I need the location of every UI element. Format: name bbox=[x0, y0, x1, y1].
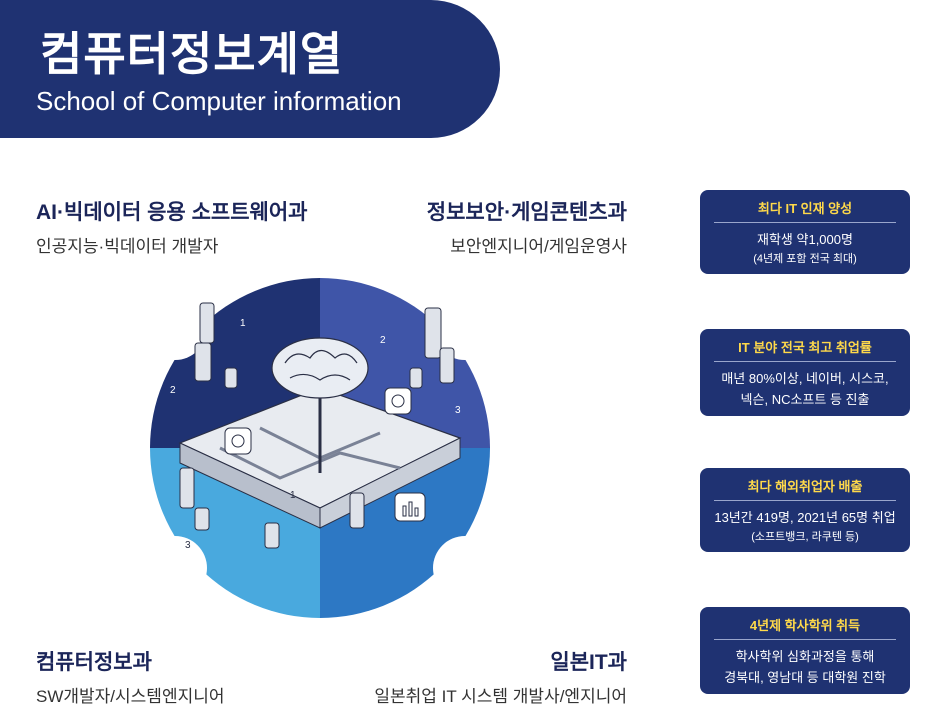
dept-computer-info: 컴퓨터정보과 bbox=[36, 651, 152, 674]
card-line-1: 재학생 약1,000명 bbox=[757, 232, 853, 247]
card-line-1: 매년 80%이상, 네이버, 시스코, bbox=[721, 371, 889, 386]
corner-circle-top-right bbox=[433, 296, 497, 360]
page-title: 컴퓨터정보계열 bbox=[40, 28, 344, 80]
stat-card-employment-rate: IT 분야 전국 최고 취업률 매년 80%이상, 네이버, 시스코, 넥슨, … bbox=[700, 329, 910, 416]
dept-security-game: 정보보안·게임콘텐츠과 bbox=[426, 201, 627, 224]
role-computer-info: SW개발자/시스템엔지니어 bbox=[36, 687, 225, 706]
header-banner: 컴퓨터정보계열 School of Computer information bbox=[0, 0, 500, 138]
label-1-center: 1 bbox=[290, 490, 296, 501]
label-2-right: 2 bbox=[380, 335, 386, 346]
label-3-right: 3 bbox=[455, 405, 461, 416]
stat-card-it-talent: 최다 IT 인재 양성 재학생 약1,000명 (4년제 포함 전국 최대) bbox=[700, 190, 910, 274]
illustration-labels: 1 2 2 3 1 3 bbox=[170, 318, 461, 551]
card-line-2: 경북대, 영남대 등 대학원 진학 bbox=[724, 670, 886, 685]
card-line-1: 학사학위 심화과정을 통해 bbox=[735, 649, 875, 664]
corner-circle-top-left bbox=[143, 296, 207, 360]
card-title: IT 분야 전국 최고 취업률 bbox=[714, 329, 896, 362]
label-3-left: 3 bbox=[185, 540, 191, 551]
corner-circle-bottom-right bbox=[433, 536, 497, 600]
card-title: 4년제 학사학위 취득 bbox=[714, 607, 896, 640]
computer-illustration: 1 2 2 3 1 3 bbox=[143, 278, 497, 618]
stat-card-overseas-employment: 최다 해외취업자 배출 13년간 419명, 2021년 65명 취업 (소프트… bbox=[700, 468, 910, 552]
label-1-top: 1 bbox=[240, 318, 246, 329]
dept-ai-bigdata: AI·빅데이터 응용 소프트웨어과 bbox=[36, 201, 308, 224]
role-ai-bigdata: 인공지능·빅데이터 개발자 bbox=[36, 237, 219, 256]
corner-circle-bottom-left bbox=[143, 536, 207, 600]
card-line-2: (소프트뱅크, 라쿠텐 등) bbox=[751, 531, 859, 543]
brain-icon bbox=[271, 337, 369, 399]
chat-gear-icon bbox=[384, 387, 412, 415]
card-line-2: (4년제 포함 전국 최대) bbox=[753, 253, 857, 265]
gear-icon bbox=[224, 427, 252, 455]
card-line-1: 13년간 419명, 2021년 65명 취업 bbox=[714, 510, 896, 525]
card-line-2: 넥슨, NC소프트 등 진출 bbox=[740, 392, 870, 407]
chart-bubble-icon bbox=[394, 492, 426, 522]
role-security-game: 보안엔지니어/게임운영사 bbox=[450, 237, 627, 256]
label-2-left: 2 bbox=[170, 385, 176, 396]
dept-japan-it: 일본IT과 bbox=[550, 651, 627, 674]
server-icons bbox=[179, 302, 455, 549]
page-subtitle: School of Computer information bbox=[36, 86, 402, 116]
card-title: 최다 해외취업자 배출 bbox=[714, 468, 896, 501]
stat-card-bachelor-degree: 4년제 학사학위 취득 학사학위 심화과정을 통해 경북대, 영남대 등 대학원… bbox=[700, 607, 910, 694]
card-title: 최다 IT 인재 양성 bbox=[714, 190, 896, 223]
role-japan-it: 일본취업 IT 시스템 개발사/엔지니어 bbox=[374, 687, 627, 706]
